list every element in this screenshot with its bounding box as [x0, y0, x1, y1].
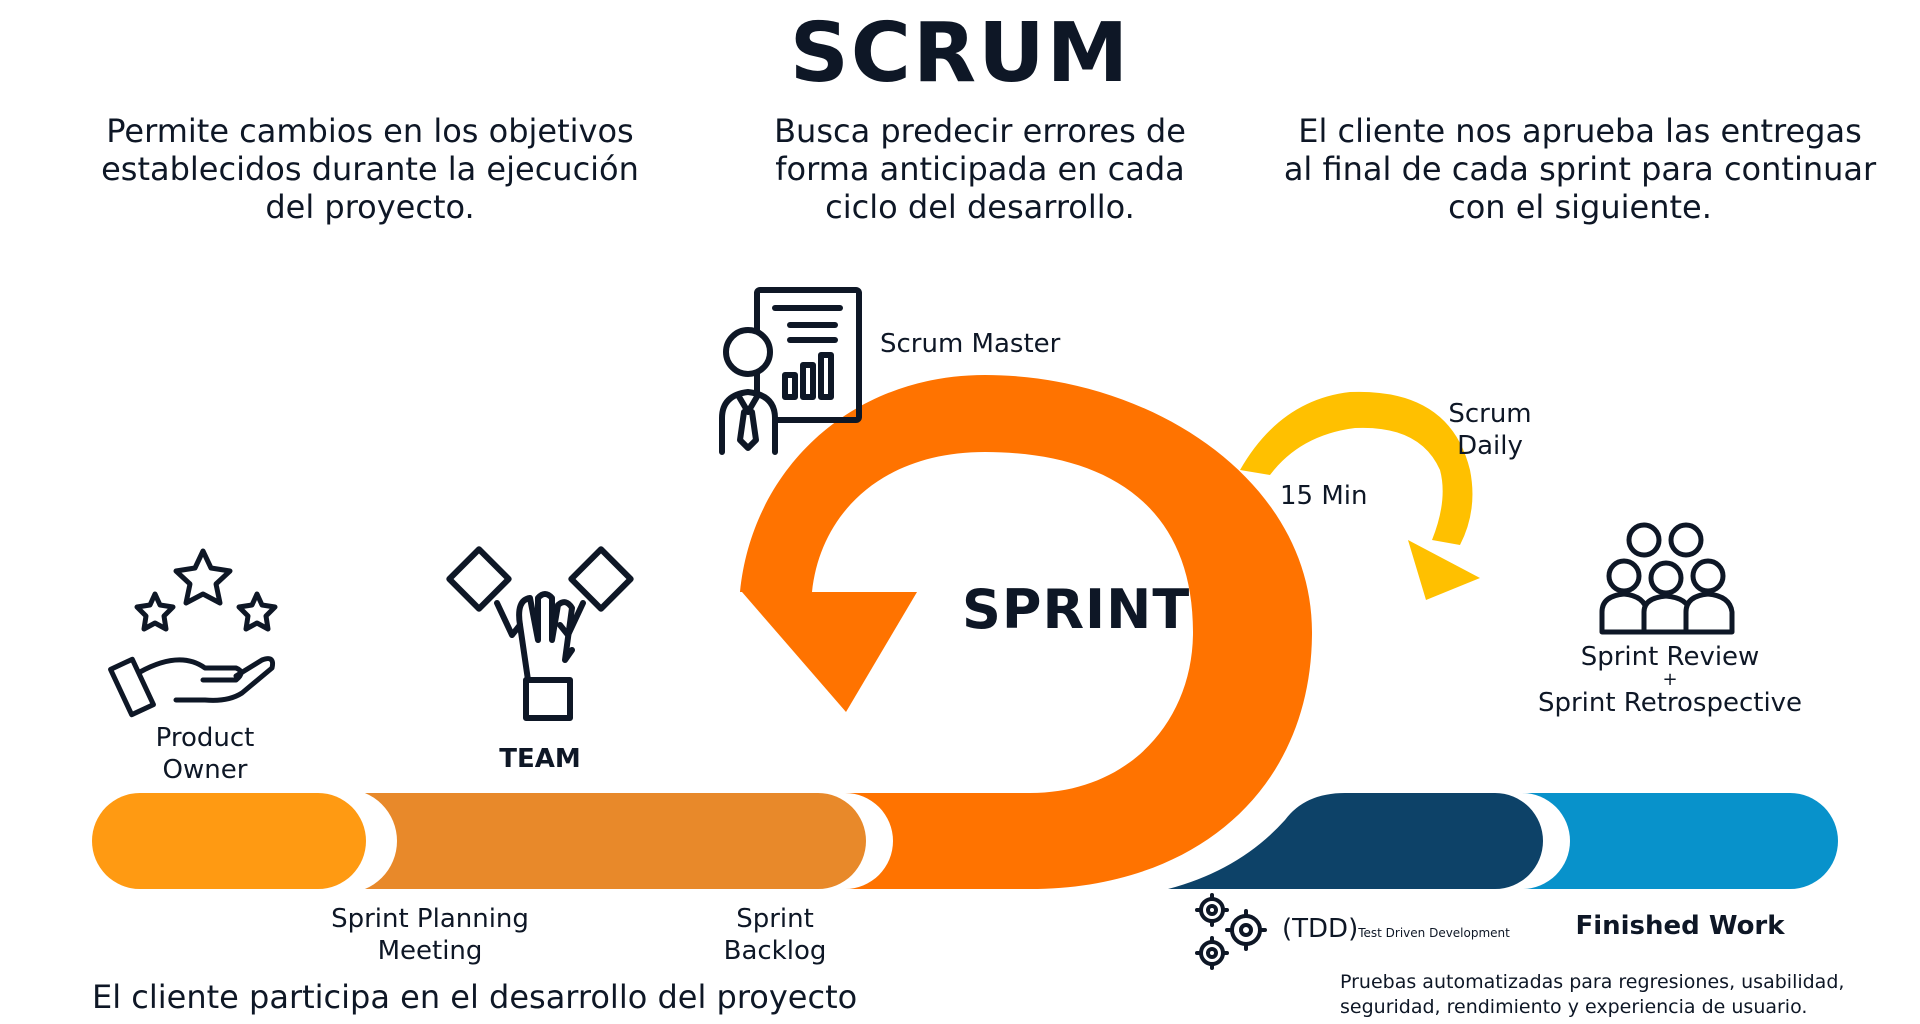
tdd-note-line: Pruebas automatizadas para regresiones, … — [1340, 971, 1845, 993]
tdd-note: Pruebas automatizadas para regresiones, … — [1340, 970, 1900, 1020]
tdd-acronym: (TDD) — [1282, 914, 1359, 944]
scrum-master-label: Scrum Master — [880, 329, 1061, 359]
sprint-loop-arrowhead — [742, 592, 917, 712]
description-line: ciclo del desarrollo. — [825, 188, 1135, 226]
description-errors: Busca predecir errores de forma anticipa… — [680, 112, 1280, 226]
hand-stars-icon — [108, 548, 278, 718]
sprint-backlog-bar — [345, 793, 866, 889]
gears-icon — [1195, 893, 1267, 970]
description-line: al final de cada sprint para continuar — [1283, 150, 1877, 188]
planning-bar — [92, 793, 366, 889]
product-owner-line: Owner — [162, 755, 248, 785]
sprint-planning-line: Sprint Planning — [331, 904, 529, 934]
description-line: Busca predecir errores de — [774, 112, 1186, 150]
scrum-daily-line: Scrum — [1448, 399, 1532, 429]
review-plus: + — [1662, 669, 1678, 690]
tdd-full-name: Test Driven Development — [1358, 926, 1510, 940]
sprint-planning-label: Sprint Planning Meeting — [305, 903, 555, 967]
description-line: del proyecto. — [265, 188, 475, 226]
group-people-icon — [1599, 522, 1735, 635]
sprint-planning-line: Meeting — [377, 936, 483, 966]
description-line: El cliente nos aprueba las entregas — [1298, 112, 1862, 150]
description-flexibility: Permite cambios en los objetivos estable… — [60, 112, 680, 226]
finished-work-bar — [1522, 793, 1838, 889]
review-label: Sprint Review + Sprint Retrospective — [1500, 642, 1840, 718]
daily-duration-label: 15 Min — [1280, 481, 1368, 511]
product-owner-line: Product — [155, 723, 255, 753]
description-line: establecidos durante la ejecución — [101, 150, 639, 188]
sprint-backlog-line: Backlog — [723, 936, 827, 966]
daily-loop-arrow — [1240, 391, 1473, 545]
scrum-daily-line: Daily — [1457, 431, 1523, 461]
daily-loop-arrowhead — [1408, 540, 1480, 600]
clipboard-person-icon — [719, 287, 862, 455]
sprint-label: SPRINT — [962, 578, 1191, 641]
footer-text: El cliente participa en el desarrollo de… — [92, 978, 858, 1016]
team-hands-icon — [446, 546, 634, 721]
sprint-loop-ring — [740, 375, 1312, 889]
finished-work-label: Finished Work — [1575, 911, 1785, 941]
tdd-note-line: seguridad, rendimiento y experiencia de … — [1340, 996, 1808, 1018]
description-line: Permite cambios en los objetivos — [106, 112, 634, 150]
tdd-bar — [1168, 793, 1543, 889]
page-title: SCRUM — [789, 6, 1131, 101]
product-owner-label: Product Owner — [90, 722, 320, 786]
sprint-backlog-line: Sprint — [736, 904, 814, 934]
sprint-backlog-label: Sprint Backlog — [680, 903, 870, 967]
review-line: Sprint Retrospective — [1537, 688, 1803, 718]
description-line: forma anticipada en cada — [775, 150, 1185, 188]
review-line: Sprint Review — [1580, 642, 1760, 672]
tdd-label: (TDD)Test Driven Development — [1282, 914, 1510, 944]
team-label: TEAM — [499, 744, 581, 774]
description-line: con el siguiente. — [1448, 188, 1712, 226]
description-approval: El cliente nos aprueba las entregas al f… — [1250, 112, 1910, 226]
scrum-daily-label: Scrum Daily — [1420, 398, 1560, 462]
